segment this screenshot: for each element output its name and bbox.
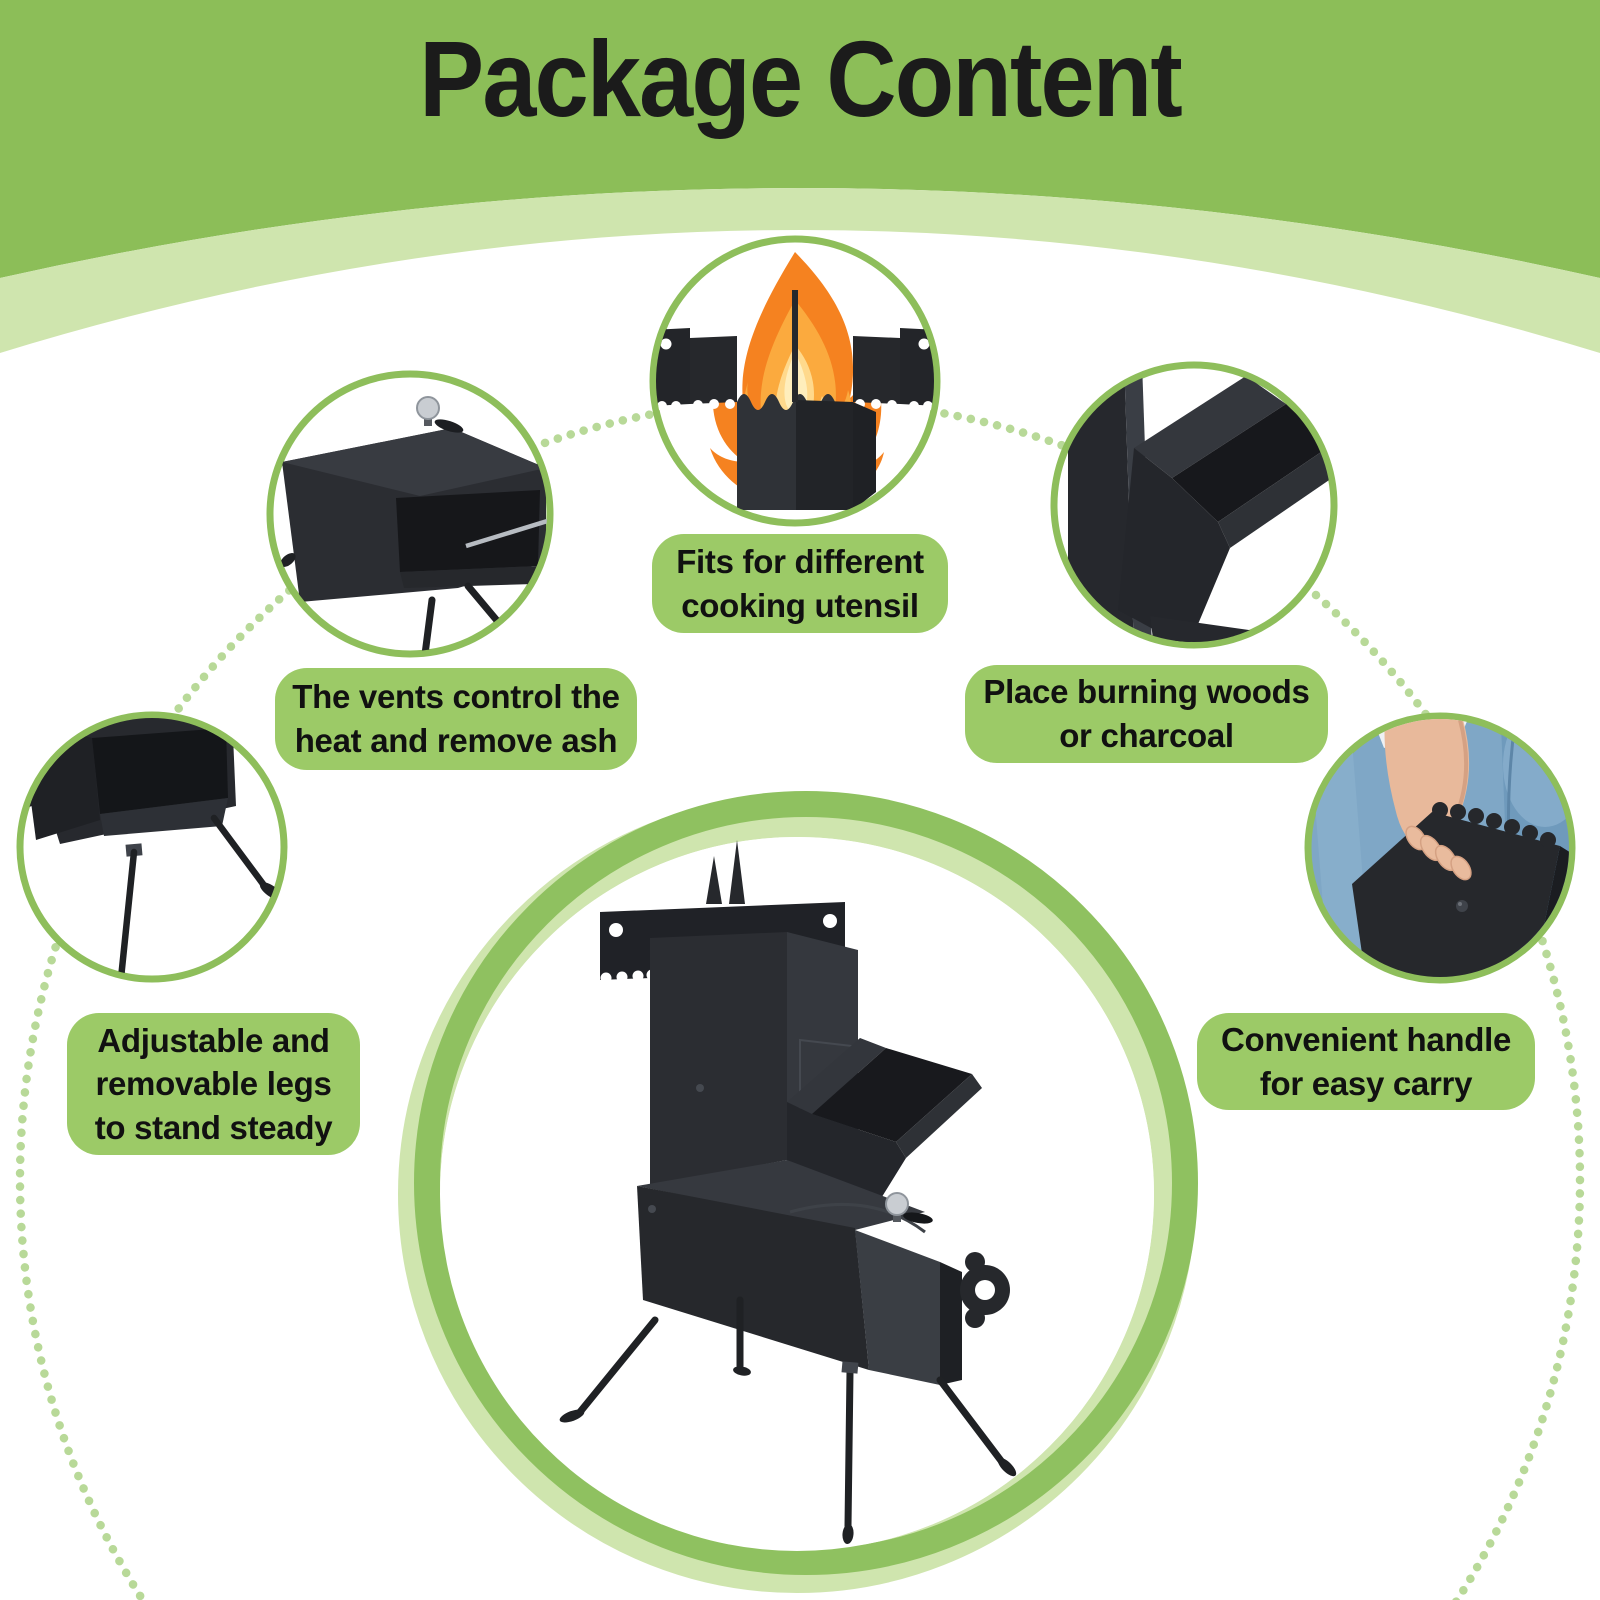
fingers (1405, 825, 1472, 881)
callout-fuel: Place burning woods or charcoal (965, 665, 1328, 763)
ash-poker-rod (465, 516, 547, 549)
callout-vents: The vents control the heat and remove as… (275, 668, 637, 770)
feature-circle-fuel (1050, 361, 1338, 649)
header-arc-band (0, 0, 1600, 353)
stove-chute-circle-icon (1068, 368, 1331, 642)
rocket-stove-product (559, 840, 1017, 1544)
callout-cooking: Fits for different cooking utensil (652, 534, 948, 633)
feature-circle-vents (266, 370, 554, 658)
stove-flame-circle-icon (656, 252, 934, 510)
callout-legs: Adjustable and removable legs to stand s… (67, 1013, 360, 1155)
stove-legs-circle-icon (23, 718, 281, 976)
damper-knob (885, 1192, 909, 1216)
feature-circle-legs (16, 711, 288, 983)
page-title: Package Content (419, 18, 1182, 139)
stove-legs (576, 1296, 1006, 1530)
callout-handle: Convenient handle for easy carry (1197, 1013, 1535, 1110)
stove-vent-circle-icon (280, 396, 547, 651)
vent-knob (416, 396, 440, 420)
feature-circle-cooking (649, 235, 941, 527)
